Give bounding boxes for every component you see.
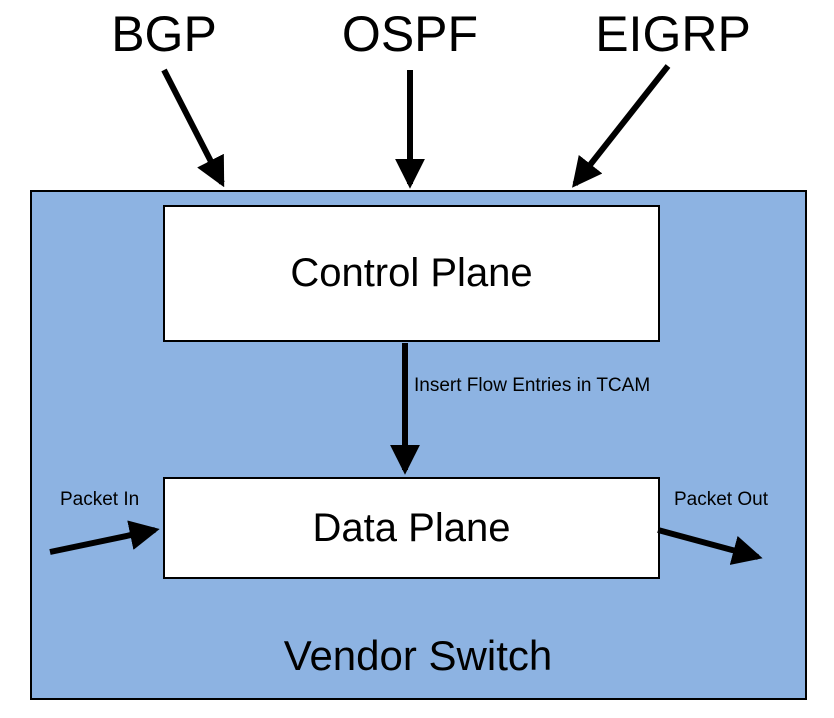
packet-in-arrow: [49, 520, 160, 555]
control-plane-label: Control Plane: [290, 251, 533, 295]
protocol-label-ospf: OSPF: [341, 6, 479, 62]
flow-entries-label: Insert Flow Entries in TCAM: [414, 375, 651, 396]
data-plane-box: Data Plane: [163, 477, 660, 579]
vendor-switch-label: Vendor Switch: [283, 632, 553, 679]
packet-out-label: Packet Out: [674, 489, 768, 510]
bgp-to-switch-arrow: [161, 68, 225, 188]
protocol-label-eigrp: EIGRP: [595, 6, 751, 62]
control-plane-box: Control Plane: [163, 205, 660, 342]
protocol-label-bgp: BGP: [111, 6, 217, 62]
packet-out-arrow: [657, 527, 763, 565]
data-plane-label: Data Plane: [312, 505, 511, 550]
packet-in-label: Packet In: [60, 489, 140, 510]
eigrp-to-switch-arrow: [572, 64, 671, 188]
